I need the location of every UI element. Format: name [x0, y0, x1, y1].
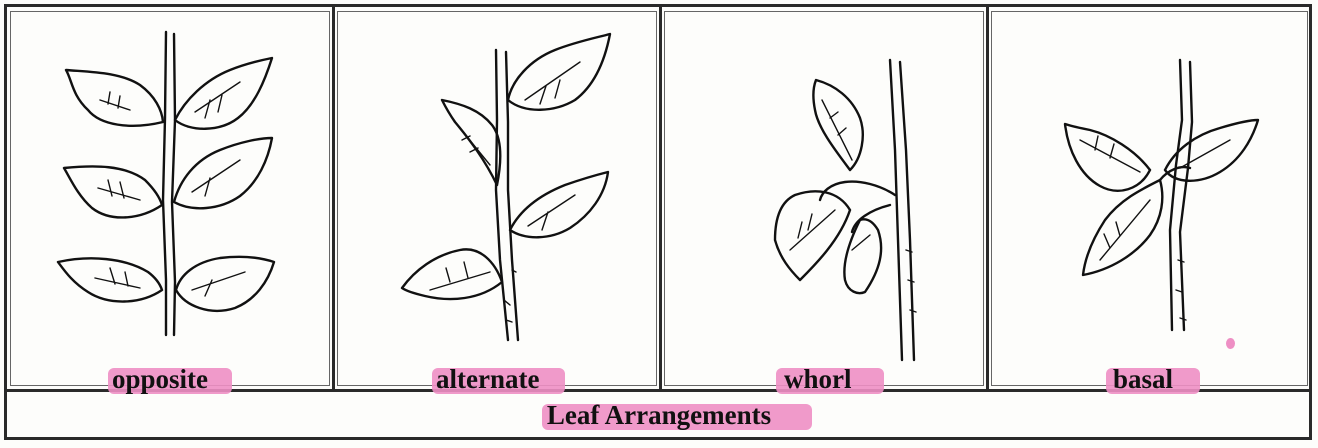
panel-label-opposite: opposite	[106, 364, 214, 394]
panel-label-basal: basal	[1107, 364, 1179, 394]
figure-title-row: Leaf Arrangements	[0, 396, 1318, 426]
figure-title: Leaf Arrangements	[541, 400, 777, 430]
ink-smudge	[1226, 338, 1235, 349]
panel-label-whorl: whorl	[778, 364, 858, 394]
panel-label-alternate: alternate	[430, 364, 545, 394]
